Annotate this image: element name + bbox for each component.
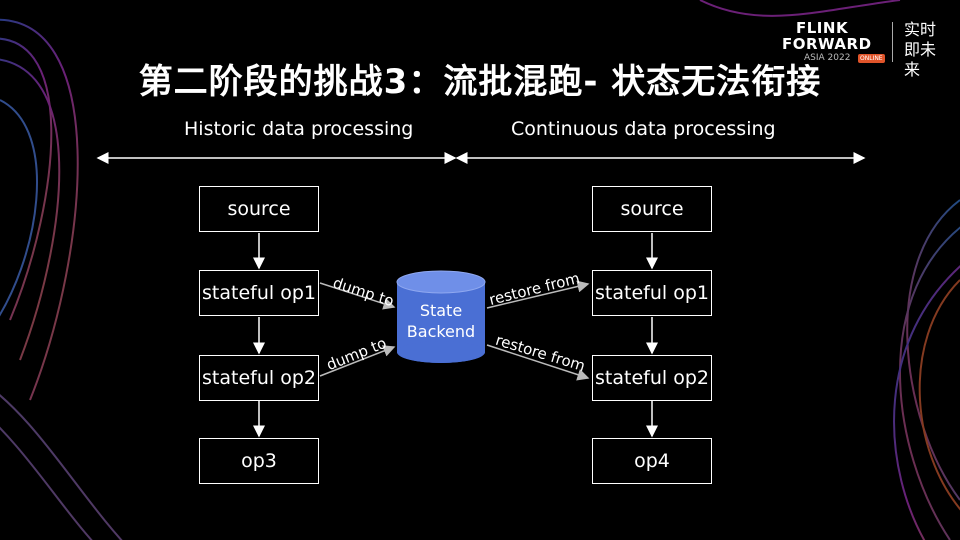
logo-line1: FLINK <box>796 19 849 37</box>
logo-year: ASIA 2022 <box>804 53 851 63</box>
node-right-stateful-op2: stateful op2 <box>592 355 712 401</box>
edge-dump-op1 <box>319 282 396 310</box>
state-backend-label: State Backend <box>398 300 484 342</box>
node-left-stateful-op2: stateful op2 <box>199 355 319 401</box>
logo-badge: ONLINE <box>858 54 885 63</box>
node-left-source: source <box>199 186 319 232</box>
logo-slogan: 实时即未来 <box>904 20 937 79</box>
node-left-stateful-op1: stateful op1 <box>199 270 319 316</box>
state-backend-line2: Backend <box>406 322 476 341</box>
node-right-stateful-op1: stateful op1 <box>592 270 712 316</box>
flink-forward-logo: FLINK FORWARD ASIA 2022 ONLINE 实时即未来 <box>782 19 944 80</box>
slide-title: 第二阶段的挑战3：流批混跑- 状态无法衔接 <box>138 62 822 102</box>
node-left-op3: op3 <box>199 438 319 484</box>
logo-divider <box>892 22 893 62</box>
logo-line2: FORWARD <box>782 35 872 53</box>
node-right-op4: op4 <box>592 438 712 484</box>
edge-restore-op1 <box>486 280 590 309</box>
section-label-continuous: Continuous data processing <box>511 118 776 140</box>
edge-dump-op2 <box>319 345 396 377</box>
node-right-source: source <box>592 186 712 232</box>
state-backend-line1: State <box>419 301 463 320</box>
state-backend-cylinder <box>396 270 486 363</box>
section-label-historic: Historic data processing <box>184 118 414 140</box>
edge-restore-op2 <box>486 344 590 381</box>
